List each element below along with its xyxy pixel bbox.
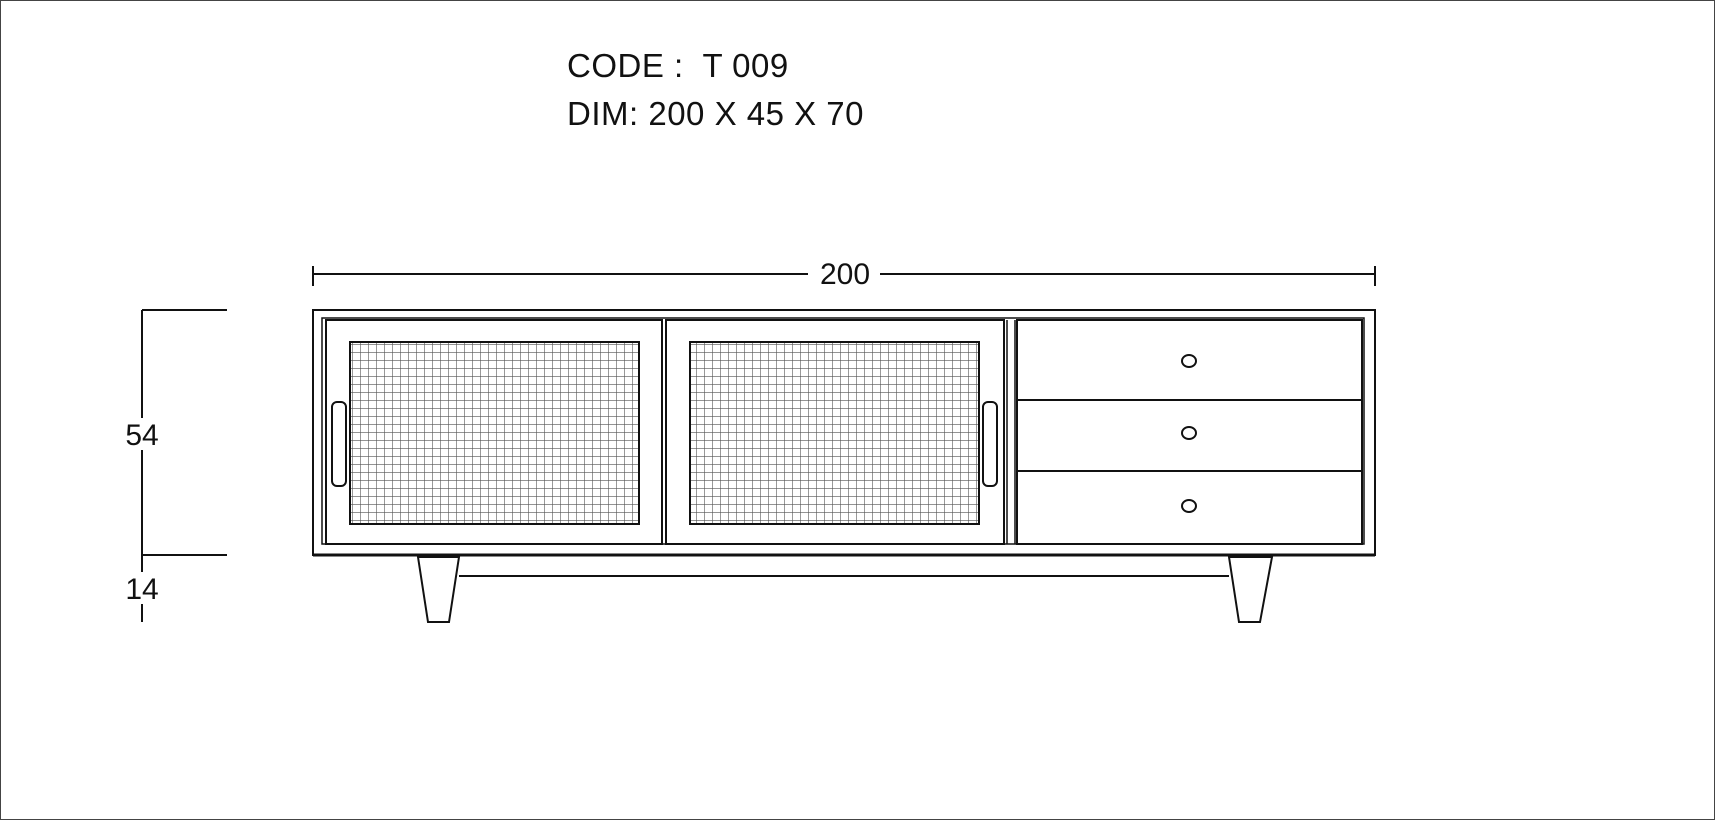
width-label: 200 bbox=[820, 258, 870, 291]
left-sliding-door bbox=[325, 319, 663, 545]
body-height-label-bg bbox=[118, 418, 166, 450]
body-height-label: 54 bbox=[125, 419, 158, 452]
drawer-stack bbox=[1006, 319, 1363, 545]
dim-label: DIM: bbox=[567, 95, 639, 132]
cabinet-base bbox=[416, 556, 1274, 623]
height-dimension bbox=[141, 309, 227, 622]
product-dimensions: DIM: 200 X 45 X 70 bbox=[567, 95, 864, 133]
leg-height-label: 14 bbox=[125, 573, 158, 606]
code-value: T 009 bbox=[702, 47, 789, 84]
leg-height-label-bg bbox=[118, 572, 166, 604]
code-label: CODE : bbox=[567, 47, 684, 84]
product-code: CODE : T 009 bbox=[567, 47, 789, 85]
dim-value: 200 X 45 X 70 bbox=[648, 95, 865, 132]
right-sliding-door bbox=[665, 319, 1005, 545]
width-label-bg bbox=[808, 258, 880, 290]
